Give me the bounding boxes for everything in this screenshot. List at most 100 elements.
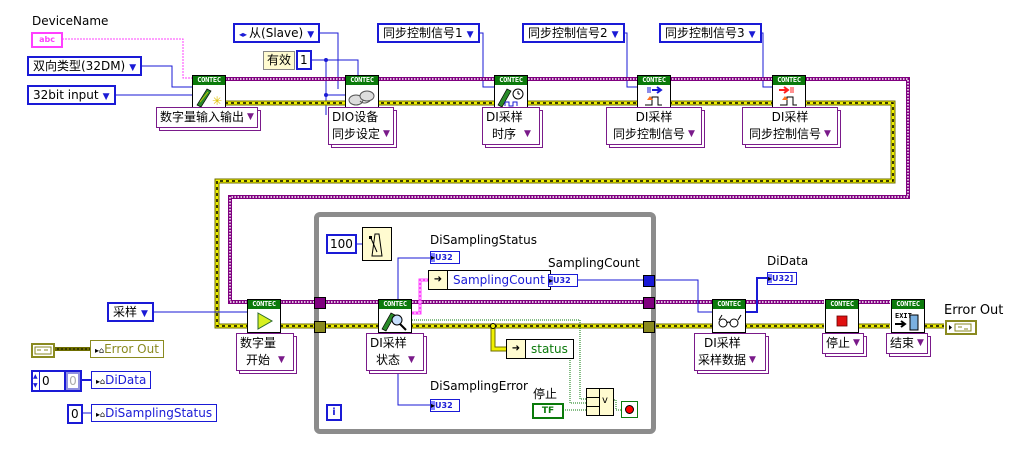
digital-io-selector[interactable]: 数字量输入输出▼ xyxy=(156,107,258,128)
dropdown-arrow-icon: ▼ xyxy=(383,129,390,139)
boolean-wire xyxy=(563,348,586,404)
boolean-wire xyxy=(410,319,586,400)
sync-signal-1-control[interactable]: 同步控制信号1▼ xyxy=(377,23,480,43)
selector-line-2: 状态 xyxy=(376,353,401,367)
wait-timer[interactable] xyxy=(362,227,392,261)
vi-exit[interactable]: CONTEC EXIT xyxy=(891,299,925,333)
unbundle-arrow-icon: ➜ xyxy=(429,271,448,289)
sync-signal-1-value: 同步控制信号1 xyxy=(383,26,463,40)
sync-signal-out-icon xyxy=(779,86,797,106)
error-out-local-variable[interactable]: ▸⌂Error Out xyxy=(90,340,164,358)
array-element-value: 0 xyxy=(68,374,78,388)
di-status-selector[interactable]: DI采样 状态 ▼ xyxy=(366,333,424,371)
di-data-array-constant[interactable]: ▲▼ 0 xyxy=(31,370,66,392)
read-data-icon xyxy=(718,314,742,328)
dropdown-arrow-icon: ▼ xyxy=(141,309,148,319)
digital-start-selector[interactable]: 数字量 开始▼ xyxy=(236,333,294,371)
selector-line-1: DI采样 xyxy=(704,336,741,350)
contec-header: CONTEC xyxy=(495,76,527,85)
local-name: Error Out xyxy=(104,342,159,356)
vi-digital-io-init[interactable]: CONTEC ✳ xyxy=(192,75,226,109)
selector-line-2: 同步设定 xyxy=(332,127,381,141)
exit-selector[interactable]: 结束▼ xyxy=(886,333,928,354)
local-variable-icon: ▸⌂ xyxy=(96,410,106,419)
unbundle-status[interactable]: ➜status xyxy=(506,339,574,359)
numeric-wire xyxy=(397,372,430,406)
dropdown-arrow-icon: ▼ xyxy=(466,30,474,40)
dropdown-arrow-icon: ▼ xyxy=(749,355,756,365)
loop-tunnel-refnum-out xyxy=(643,297,655,309)
error-constant[interactable] xyxy=(31,343,55,358)
sync-signal-3-control[interactable]: 同步控制信号3▼ xyxy=(659,23,762,43)
sampling-count-indicator: ▸U32 xyxy=(548,274,578,287)
digital-io-init-icon: ✳ xyxy=(196,88,222,108)
di-timing-selector[interactable]: DI采样 时序▼ xyxy=(482,107,540,145)
selector-line-1: DI采样 xyxy=(486,110,523,124)
vi-di-read-data[interactable]: CONTEC xyxy=(712,299,746,333)
vi-digital-start[interactable]: CONTEC xyxy=(247,299,281,333)
status-constant[interactable]: 0 xyxy=(67,404,83,424)
contec-header: CONTEC xyxy=(248,300,280,309)
sync-signal-3-value: 同步控制信号3 xyxy=(665,26,745,40)
numeric-wire xyxy=(656,279,712,313)
vi-di-sampling-status[interactable]: CONTEC xyxy=(378,299,412,333)
vi-stop[interactable]: CONTEC xyxy=(825,299,859,333)
di-sampling-status-local-variable[interactable]: ▸⌂DiSamplingStatus xyxy=(91,404,218,422)
dropdown-arrow-icon: ▼ xyxy=(307,30,315,40)
contec-header: CONTEC xyxy=(773,76,805,85)
index-spinner-icon[interactable]: ▲▼ xyxy=(33,372,40,390)
vi-di-sampling-timing[interactable]: CONTEC xyxy=(494,75,528,109)
direction-type-value: 双向类型(32DM) xyxy=(33,59,126,73)
selector-line-2: 采样数据 xyxy=(698,353,747,367)
vi-di-sync-signal-out[interactable]: CONTEC xyxy=(772,75,806,109)
selector-line-1: DI采样 xyxy=(370,336,407,350)
bit-input-control[interactable]: 32bit input▼ xyxy=(27,85,116,105)
selector-value: 停止 xyxy=(826,336,851,350)
sampling-mode-control[interactable]: 采样▼ xyxy=(107,302,154,322)
device-name-control[interactable]: abc xyxy=(31,32,63,48)
di-read-data-selector[interactable]: DI采样 采样数据▼ xyxy=(694,333,766,371)
contec-header: CONTEC xyxy=(713,300,745,309)
dio-sync-selector[interactable]: DIO设备 同步设定▼ xyxy=(328,107,394,145)
dropdown-arrow-icon: ▼ xyxy=(917,338,924,348)
dropdown-arrow-icon: ▼ xyxy=(611,30,619,40)
unbundle-sampling-count[interactable]: ➜SamplingCount xyxy=(428,270,551,290)
slave-mode-value: 从(Slave) xyxy=(249,26,304,40)
slave-mode-control[interactable]: ◂▸从(Slave)▼ xyxy=(233,23,321,43)
direction-type-control[interactable]: 双向类型(32DM)▼ xyxy=(27,56,143,76)
string-wire xyxy=(62,38,196,79)
dropdown-arrow-icon: ▼ xyxy=(247,112,254,122)
wait-ms-constant[interactable]: 100 xyxy=(326,234,357,254)
exit-icon: EXIT xyxy=(895,312,919,331)
numeric-wire xyxy=(397,257,430,300)
selector-line-1: DI采样 xyxy=(635,110,673,124)
loop-tunnel-error-in xyxy=(314,321,326,333)
di-sync-signal-selector-1[interactable]: DI采样 同步控制信号▼ xyxy=(606,107,702,145)
u32-type: U32 xyxy=(435,401,453,410)
vi-di-sync-signal-in[interactable]: CONTEC xyxy=(637,75,671,109)
contec-header: CONTEC xyxy=(193,76,225,85)
stop-selector[interactable]: 停止▼ xyxy=(822,333,864,354)
unbundle-arrow-icon: ➜ xyxy=(507,340,526,358)
di-sampling-status-label: DiSamplingStatus xyxy=(430,233,537,247)
sync-signal-2-control[interactable]: 同步控制信号2▼ xyxy=(522,23,625,43)
stop-boolean-control[interactable]: TF xyxy=(532,403,564,419)
di-sync-signal-selector-2[interactable]: DI采样 同步控制信号▼ xyxy=(742,107,838,145)
di-data-local-variable[interactable]: ▸⌂DiData xyxy=(91,371,152,389)
array-index-value[interactable]: 0 xyxy=(42,374,50,388)
or-gate[interactable]: v xyxy=(586,388,614,416)
dropdown-arrow-icon: ▼ xyxy=(408,355,415,365)
selector-line-1: DIO设备 xyxy=(332,110,379,124)
di-data-label: DiData xyxy=(767,254,809,268)
selector-line-1: DI采样 xyxy=(771,110,809,124)
selector-value: 数字量输入输出 xyxy=(160,110,245,124)
valid-constant[interactable]: 1 xyxy=(296,50,312,70)
device-name-label: DeviceName xyxy=(32,14,109,28)
local-name: DiData xyxy=(105,373,147,387)
loop-condition-terminal[interactable] xyxy=(621,401,638,418)
svg-text:✳: ✳ xyxy=(212,94,222,108)
selector-line-2: 同步控制信号 xyxy=(749,127,822,141)
vi-dio-sync-settings[interactable]: CONTEC xyxy=(345,75,379,109)
selector-value: 结束 xyxy=(890,336,915,350)
dropdown-arrow-icon: ▼ xyxy=(853,338,860,348)
